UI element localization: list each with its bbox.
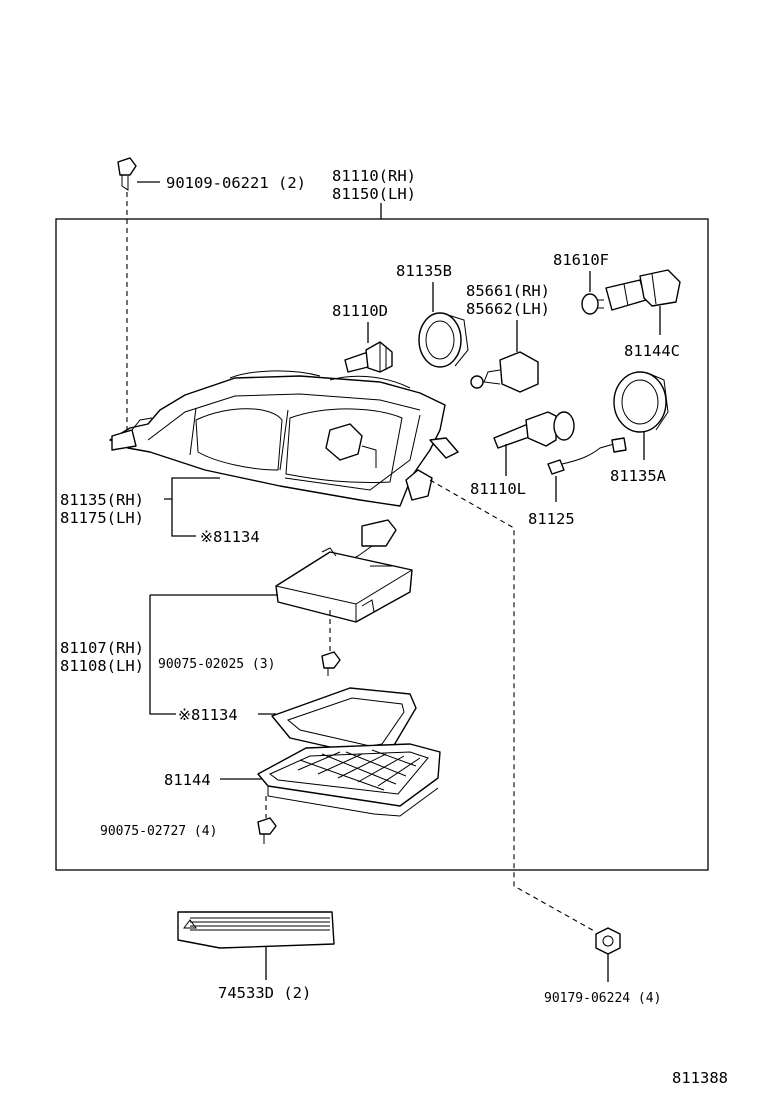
label-gasket-mid: ※81134: [178, 706, 238, 724]
label-screw-top: 90109-06221 (2): [166, 174, 306, 192]
label-81110l: 81110L: [470, 480, 526, 498]
label-85662: 85662(LH): [466, 300, 550, 318]
label-headlamp-lh: 81150(LH): [332, 185, 416, 203]
label-81144c: 81144C: [624, 342, 680, 360]
headlamp-housing: [109, 370, 459, 507]
bulb-81110l: [493, 411, 575, 449]
label-81144: 81144: [164, 771, 211, 789]
ballast-module: [275, 519, 413, 623]
label-lens-rh: 81135(RH): [60, 491, 144, 509]
label-81135b: 81135B: [396, 262, 452, 280]
bulb-85661-85662: [470, 351, 539, 393]
wire-harness-81125: [547, 437, 627, 475]
socket-81144c: [605, 269, 681, 311]
label-plate: 74533D (2): [218, 984, 311, 1002]
warning-plate-74533d: [177, 911, 335, 949]
label-lens-lh: 81175(LH): [60, 509, 144, 527]
label-ballast-lh: 81108(LH): [60, 657, 144, 675]
screw-90109-06221: [117, 157, 137, 191]
nut-90179-06224: [595, 927, 621, 955]
label-ballast-rh: 81107(RH): [60, 639, 144, 657]
label-screw-ballast: 90075-02025 (3): [158, 657, 275, 672]
cover-81135a: [613, 371, 669, 433]
label-81610f: 81610F: [553, 251, 609, 269]
label-gasket-top: ※81134: [200, 528, 260, 546]
bulb-81110d: [344, 341, 393, 373]
cover-81144: [257, 743, 441, 817]
bulb-81610f: [581, 293, 604, 315]
screw-90075-02727: [257, 817, 277, 844]
assembly-boundary-box: [55, 218, 709, 871]
screw-90075-02025: [321, 651, 341, 676]
label-81110d: 81110D: [332, 302, 388, 320]
label-81135a: 81135A: [610, 467, 667, 485]
label-headlamp-rh: 81110(RH): [332, 167, 416, 185]
label-81125: 81125: [528, 510, 575, 528]
label-nut: 90179-06224 (4): [544, 991, 661, 1006]
socket-81135b: [418, 312, 469, 368]
label-screw-bottom: 90075-02727 (4): [100, 824, 217, 839]
gasket-81134: [271, 687, 417, 757]
label-85661: 85661(RH): [466, 282, 550, 300]
diagram-id: 811388: [672, 1069, 728, 1087]
